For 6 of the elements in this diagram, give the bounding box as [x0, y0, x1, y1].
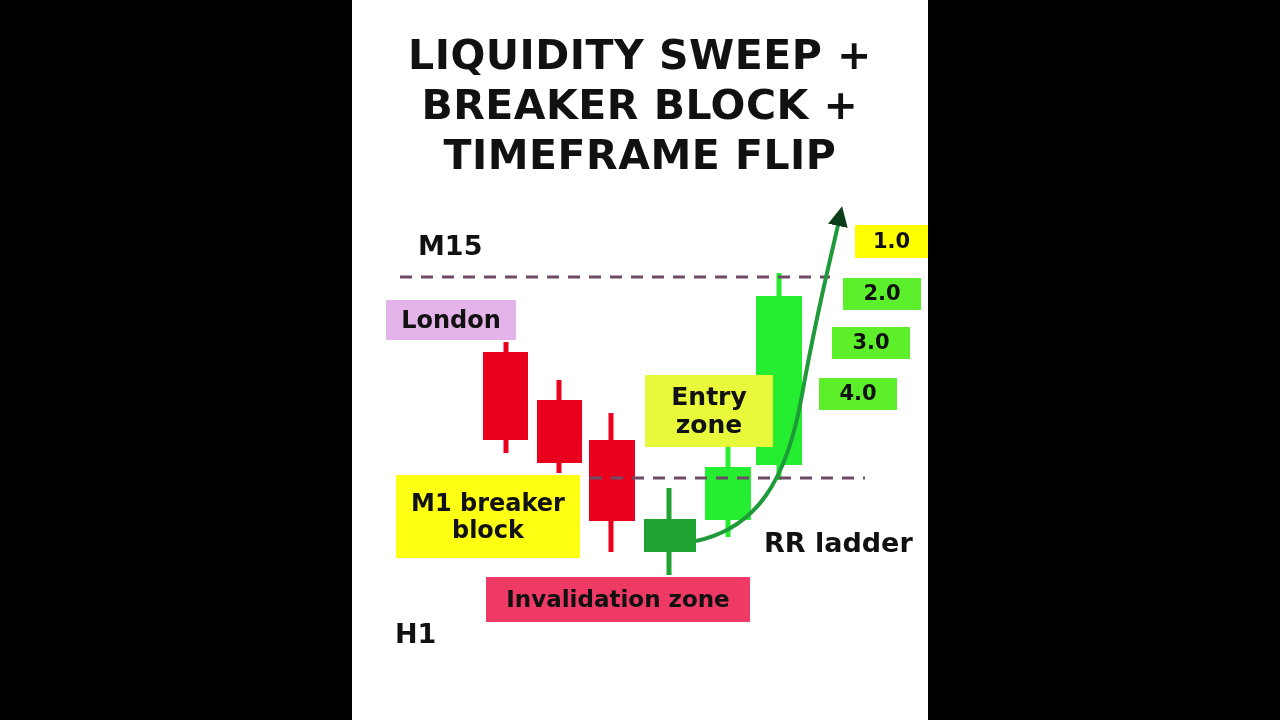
rr-level-tag: 2.0	[843, 278, 921, 310]
diagram-title: LIQUIDITY SWEEP + BREAKER BLOCK + TIMEFRAME FLIP	[407, 30, 873, 180]
rr-level-tag: 1.0	[855, 225, 928, 258]
timeframe-label: M15	[418, 231, 483, 261]
timeframe-label: H1	[395, 619, 437, 649]
invalidation-zone-tag: Invalidation zone	[486, 577, 750, 622]
